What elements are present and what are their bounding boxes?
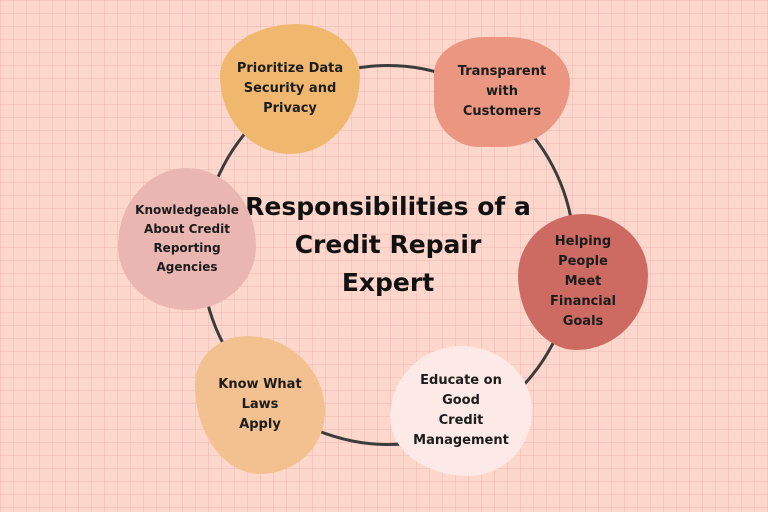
- node-label-line: Prioritize Data: [236, 61, 344, 76]
- node-label-line: Goals: [562, 314, 604, 329]
- title-line-1: Responsibilities of a: [245, 192, 531, 221]
- node-data-security: Prioritize Data Security and Privacy: [220, 24, 360, 154]
- node-label-line: Transparent with: [457, 64, 547, 99]
- node-label-line: Apply: [239, 417, 281, 432]
- node-label-line: Helping People: [554, 234, 612, 269]
- node-financial-goals: Helping People Meet Financial Goals: [518, 214, 648, 350]
- node-label-line: Privacy: [263, 101, 317, 116]
- diagram-title: Responsibilities of a Credit Repair Expe…: [238, 188, 538, 302]
- node-label-line: Customers: [462, 104, 542, 119]
- node-label-line: Management: [413, 433, 509, 448]
- title-line-2: Credit Repair: [294, 230, 482, 259]
- title-line-3: Expert: [341, 268, 435, 297]
- node-label-line: Security and: [243, 81, 337, 96]
- node-educate-credit: Educate on Good Credit Management: [390, 346, 532, 476]
- node-label-line: Educate on Good: [420, 373, 502, 408]
- node-label-line: Reporting Agencies: [153, 241, 221, 274]
- node-know-laws: Know What Laws Apply: [195, 336, 325, 474]
- node-label-line: Know What Laws: [218, 377, 302, 412]
- node-label-line: Knowledgeable: [135, 203, 239, 217]
- node-label-line: About Credit: [144, 222, 230, 236]
- node-reporting-agencies: Knowledgeable About Credit Reporting Age…: [118, 168, 256, 310]
- node-label-line: Credit: [438, 413, 484, 428]
- node-transparent-customers: Transparent with Customers: [434, 37, 570, 147]
- node-label-line: Meet Financial: [549, 274, 616, 309]
